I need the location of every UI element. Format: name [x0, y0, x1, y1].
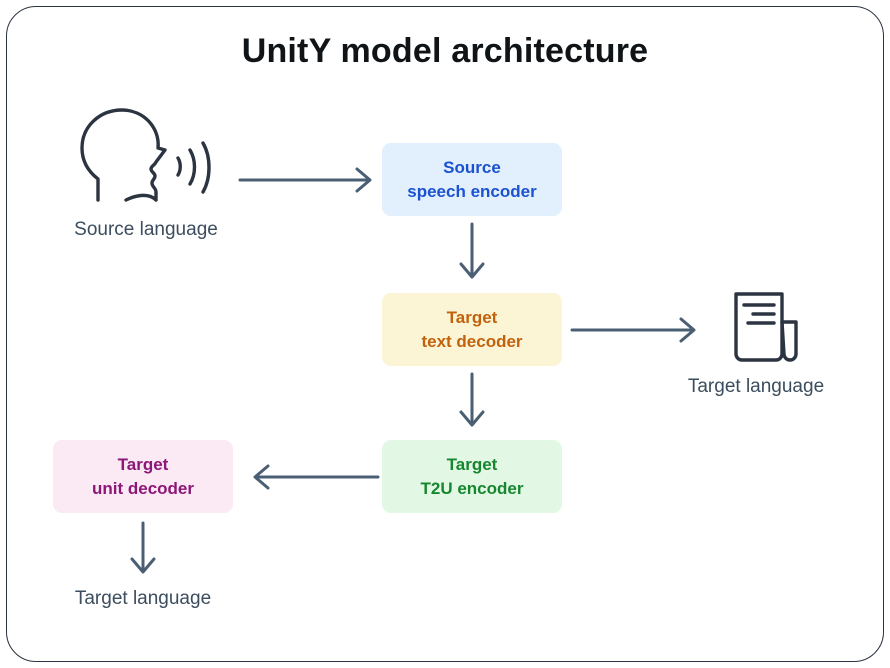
target-language-document-label: Target language [687, 376, 825, 397]
source-language-label: Source language [74, 219, 218, 240]
node-label-line1: Target [446, 455, 498, 475]
arrow-unit-decoder-to-target-language [130, 521, 156, 574]
node-label-line1: Source [443, 158, 501, 178]
node-target-text-decoder[interactable]: Target text decoder [382, 293, 562, 366]
node-label-line2: text decoder [421, 331, 523, 351]
node-label-line1: Target [117, 455, 169, 475]
node-label-line2: unit decoder [91, 478, 194, 498]
node-target-unit-decoder[interactable]: Target unit decoder [53, 440, 233, 513]
node-label-line2: speech encoder [407, 181, 537, 201]
target-language-unit-label: Target language [74, 588, 212, 609]
arrow-t2u-encoder-to-unit-decoder [253, 464, 380, 490]
arrow-source-encoder-to-text-decoder [459, 222, 485, 279]
arrow-text-decoder-to-t2u-encoder [459, 372, 485, 427]
arrow-text-decoder-to-document [570, 317, 696, 343]
document-icon [734, 292, 798, 362]
speaking-head-icon [80, 108, 211, 202]
node-target-t2u-encoder[interactable]: Target T2U encoder [382, 440, 562, 513]
page-title: UnitY model architecture [241, 32, 649, 70]
node-label-line1: Target [446, 308, 498, 328]
node-label-line2: T2U encoder [420, 478, 524, 498]
node-source-speech-encoder[interactable]: Source speech encoder [382, 143, 562, 216]
arrow-head-to-source-encoder [238, 167, 372, 193]
